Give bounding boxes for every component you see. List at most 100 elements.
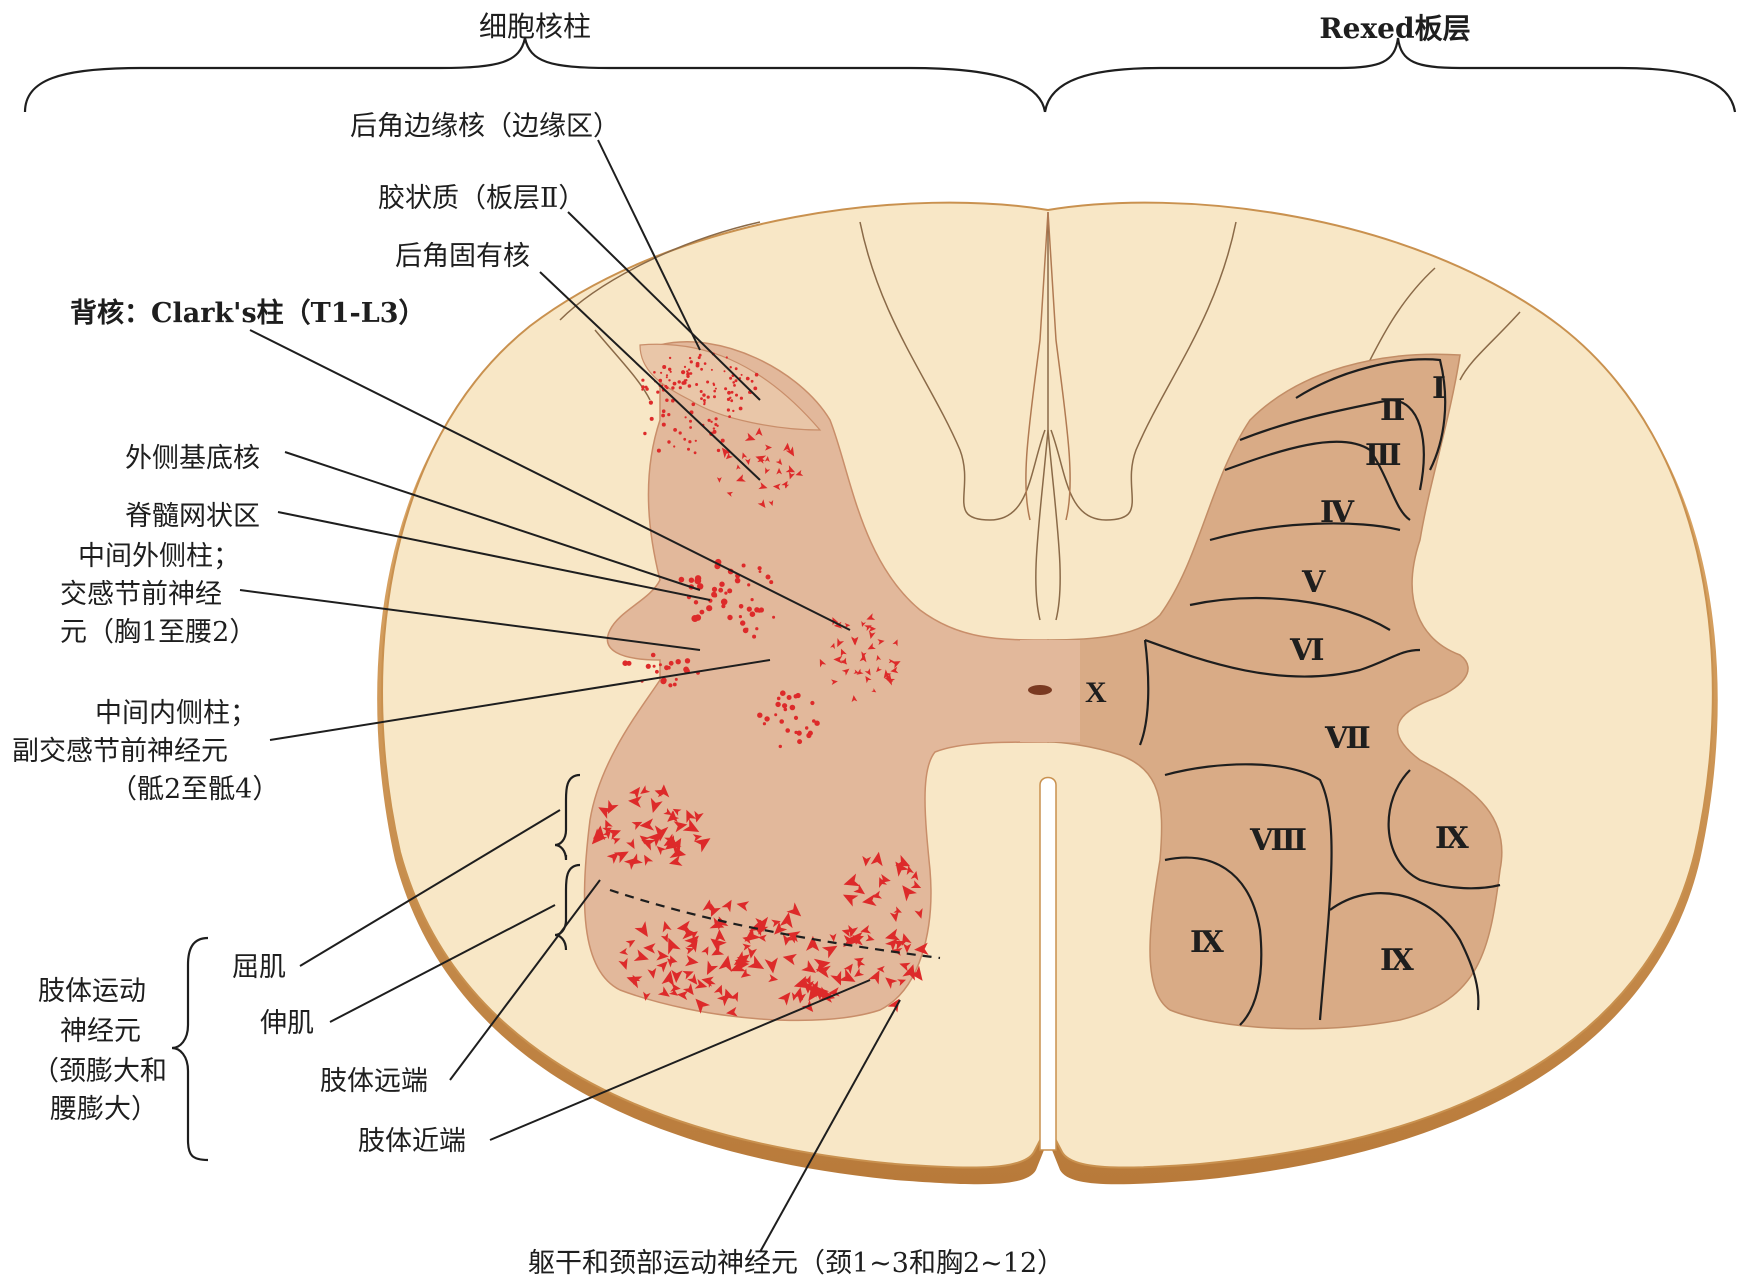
neuron-mark <box>751 380 754 383</box>
neuron-mark <box>666 376 668 378</box>
neuron-mark <box>782 703 787 708</box>
label-intermediolateral-2: 交感节前神经 <box>60 579 222 610</box>
neuron-mark <box>641 389 643 391</box>
neuron-mark <box>747 583 750 586</box>
neuron-mark <box>735 367 738 370</box>
neuron-mark <box>735 394 738 397</box>
neuron-mark <box>794 716 798 720</box>
neuron-mark <box>679 386 682 389</box>
neuron-mark <box>702 393 705 396</box>
neuron-mark <box>724 387 727 390</box>
lamina-III-label: Ⅲ <box>1365 439 1402 472</box>
label-flexor: 屈肌 <box>232 952 286 983</box>
neuron-mark <box>727 588 732 593</box>
neuron-mark <box>779 719 784 724</box>
neuron-mark <box>689 420 692 423</box>
neuron-mark <box>687 372 690 375</box>
neuron-mark <box>719 582 724 587</box>
lamina-IX-label-c: Ⅸ <box>1380 944 1414 977</box>
neuron-mark <box>649 401 653 405</box>
neuron-mark <box>735 578 741 584</box>
neuron-mark <box>739 407 743 411</box>
neuron-mark <box>711 369 713 371</box>
neuron-mark <box>746 628 749 631</box>
neuron-mark <box>721 599 728 606</box>
neuron-mark <box>700 368 703 371</box>
neuron-mark <box>775 702 780 707</box>
neuron-mark <box>668 368 671 371</box>
neuron-mark <box>753 387 757 391</box>
neuron-mark <box>711 592 717 598</box>
neuron-mark <box>758 566 762 570</box>
neuron-mark <box>695 575 701 581</box>
header-right-title: Rexed板层 <box>1319 12 1470 45</box>
label-intermediomedial-3: （骶2至骶4） <box>110 774 279 805</box>
neuron-mark <box>700 397 703 400</box>
label-substantia-gelatinosa: 胶状质（板层Ⅱ） <box>378 183 585 214</box>
neuron-mark <box>712 587 717 592</box>
neuron-mark <box>657 449 661 453</box>
neuron-mark <box>656 391 659 394</box>
neuron-mark <box>643 432 646 435</box>
neuron-mark <box>689 426 692 429</box>
neuron-mark <box>689 578 694 583</box>
neuron-mark <box>690 372 693 375</box>
label-limb-motor-3: （颈膨大和 <box>32 1056 167 1087</box>
neuron-mark <box>662 365 666 369</box>
neuron-mark <box>772 616 775 619</box>
lamina-II-label: Ⅱ <box>1380 394 1405 427</box>
lamina-IX-label-b: Ⅸ <box>1190 926 1224 959</box>
neuron-mark <box>732 410 734 412</box>
neuron-mark <box>797 739 802 744</box>
neuron-mark <box>774 713 777 716</box>
neuron-mark <box>810 701 814 705</box>
neuron-mark <box>706 605 712 611</box>
neuron-mark <box>673 428 677 432</box>
neuron-mark <box>750 611 756 617</box>
neuron-mark <box>671 386 674 389</box>
neuron-mark <box>673 445 675 447</box>
neuron-mark <box>646 664 651 669</box>
label-nucleus-proprius: 后角固有核 <box>395 241 530 272</box>
neuron-mark <box>665 399 668 402</box>
neuron-mark <box>710 421 712 423</box>
neuron-mark <box>707 396 710 399</box>
neuron-mark <box>660 678 666 684</box>
label-limb-motor-2: 神经元 <box>60 1016 141 1047</box>
neuron-mark <box>777 697 781 701</box>
neuron-mark <box>727 615 732 620</box>
lamina-VII-label: Ⅶ <box>1324 722 1371 755</box>
neuron-mark <box>673 382 677 386</box>
neuron-mark <box>713 390 716 393</box>
neuron-mark <box>703 403 705 405</box>
neuron-mark <box>790 705 796 711</box>
neuron-mark <box>676 659 681 664</box>
lamina-V-label: Ⅴ <box>1301 566 1326 599</box>
neuron-mark <box>692 403 696 407</box>
neuron-mark <box>716 425 718 427</box>
neuron-mark <box>669 661 674 666</box>
neuron-mark <box>650 417 654 421</box>
neuron-mark <box>700 610 705 615</box>
label-limb-distal: 肢体远端 <box>320 1066 428 1097</box>
label-extensor: 伸肌 <box>260 1008 314 1039</box>
neuron-mark <box>797 731 802 736</box>
neuron-mark <box>678 380 681 383</box>
neuron-mark <box>763 722 766 725</box>
limb-motor-brace <box>172 938 208 1160</box>
neuron-mark <box>700 390 703 393</box>
neuron-mark <box>740 397 743 400</box>
neuron-mark <box>724 592 727 595</box>
neuron-mark <box>703 399 706 402</box>
label-intermediomedial-1: 中间内侧柱； <box>95 698 257 729</box>
neuron-mark <box>685 658 690 663</box>
header-left-title: 细胞核柱 <box>479 10 591 43</box>
neuron-mark <box>641 379 644 382</box>
neuron-mark <box>806 733 811 738</box>
neuron-mark <box>696 362 700 366</box>
neuron-mark <box>755 373 759 377</box>
neuron-mark <box>694 451 697 454</box>
neuron-mark <box>742 564 746 568</box>
neuron-mark <box>704 362 707 365</box>
